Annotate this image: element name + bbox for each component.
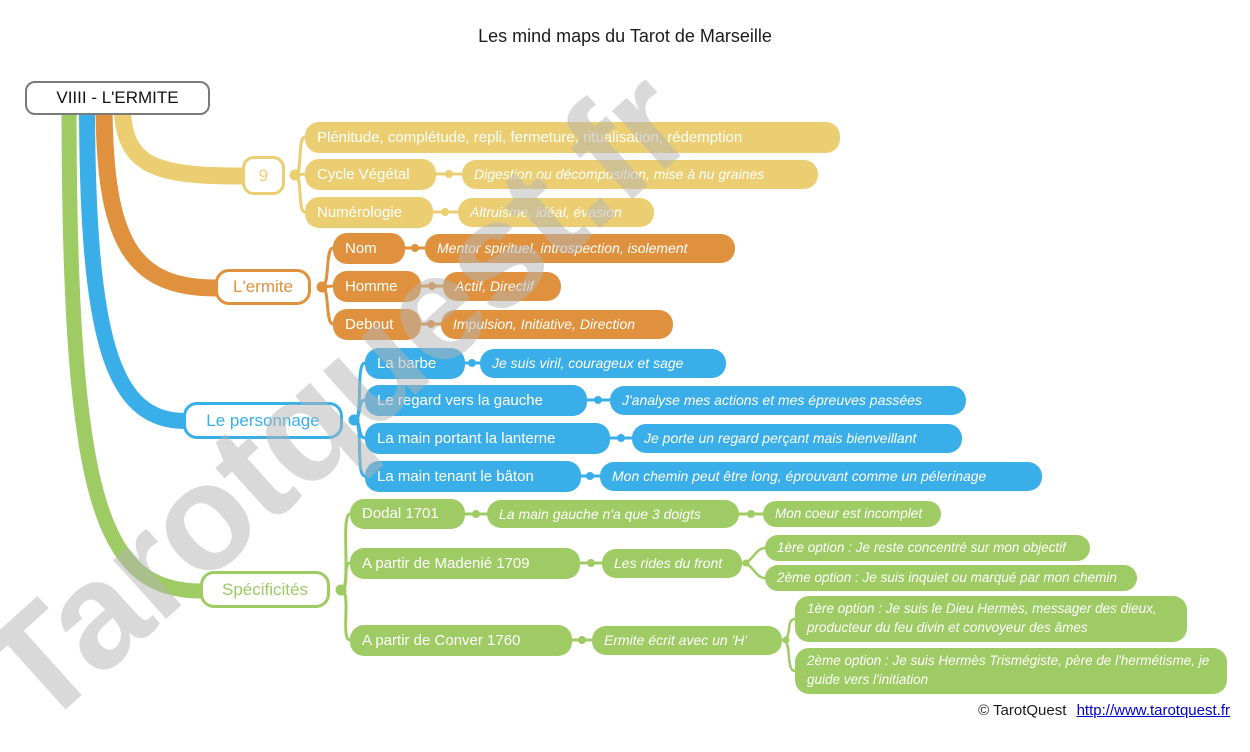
node-main-lanterne: La main portant la lanterne — [365, 423, 610, 454]
node-numerologie-detail: Altruisme, idéal, évasion — [458, 198, 654, 227]
node-regard-gauche-detail: J'analyse mes actions et mes épreuves pa… — [610, 386, 966, 415]
node-madenie: A partir de Madenié 1709 — [350, 548, 580, 579]
wires-nine — [289, 135, 464, 216]
tarotquest-link[interactable]: http://www.tarotquest.fr — [1076, 702, 1230, 719]
node-dodal: Dodal 1701 — [350, 499, 465, 529]
node-debout-detail: Impulsion, Initiative, Direction — [441, 310, 673, 339]
branch-ribbons — [61, 91, 251, 599]
node-main-baton-detail: Mon chemin peut être long, éprouvant com… — [600, 462, 1042, 491]
node-madenie-option2: 2ème option : Je suis inquiet ou marqué … — [765, 565, 1137, 591]
wires-specificites — [335, 510, 797, 673]
node-conver-option1: 1ère option : Je suis le Dieu Hermès, me… — [795, 596, 1187, 642]
diagram-title: Les mind maps du Tarot de Marseille — [478, 26, 772, 46]
wires-ermite — [316, 244, 445, 328]
root-node: VIIII - L'ERMITE — [25, 81, 210, 115]
wires-personnage — [348, 359, 634, 480]
node-nine: 9 — [242, 156, 285, 195]
footer: © TarotQuest http://www.tarotquest.fr — [0, 702, 1230, 719]
node-la-barbe-detail: Je suis viril, courageux et sage — [480, 349, 726, 378]
node-main-baton: La main tenant le bâton — [365, 461, 581, 492]
node-debout: Debout — [333, 309, 421, 340]
node-regard-gauche: Le regard vers la gauche — [365, 385, 587, 416]
node-main-lanterne-detail: Je porte un regard perçant mais bienveil… — [632, 424, 962, 453]
node-la-barbe: La barbe — [365, 348, 465, 379]
node-conver-option2: 2ème option : Je suis Hermès Trismégiste… — [795, 648, 1227, 694]
node-cycle-vegetal: Cycle Végétal — [305, 159, 436, 190]
node-madenie-option1: 1ère option : Je reste concentré sur mon… — [765, 535, 1090, 561]
ribbon-orange — [95, 91, 225, 297]
node-dodal-meaning: Mon coeur est incomplet — [763, 501, 941, 527]
node-nom-detail: Mentor spirituel, introspection, isoleme… — [425, 234, 735, 263]
node-plenitude: Plénitude, complétude, repli, fermeture,… — [305, 122, 840, 153]
node-conver: A partir de Conver 1760 — [350, 625, 572, 656]
ribbon-green — [61, 92, 210, 599]
node-conver-detail: Ermite écrit avec un 'H' — [592, 626, 782, 655]
node-cycle-vegetal-detail: Digestion ou décomposition, mise à nu gr… — [462, 160, 818, 189]
node-homme-detail: Actif, Directif — [443, 272, 561, 301]
node-nom: Nom — [333, 233, 405, 264]
ribbon-yellow — [113, 91, 251, 185]
node-le-personnage: Le personnage — [183, 402, 343, 439]
node-dodal-detail: La main gauche n'a que 3 doigts — [487, 500, 739, 528]
node-lermite: L'ermite — [215, 269, 311, 305]
node-specificites: Spécificités — [200, 571, 330, 608]
node-homme: Homme — [333, 271, 421, 302]
ribbon-blue — [79, 92, 193, 429]
node-madenie-detail: Les rides du front — [602, 549, 742, 578]
copyright-text: © TarotQuest — [978, 702, 1067, 719]
node-numerologie: Numérologie — [305, 197, 433, 228]
